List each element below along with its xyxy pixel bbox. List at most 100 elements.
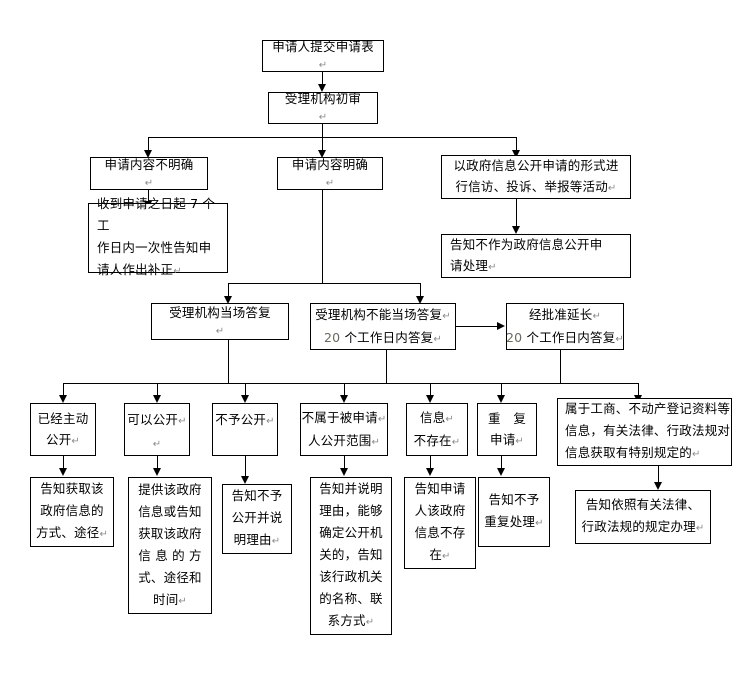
node-line: 不属于被申请↵	[301, 409, 387, 425]
connector-bus-to-already	[63, 383, 64, 396]
node-line: 请处理↵	[450, 258, 497, 273]
node-line: 信 息 的 方	[138, 547, 202, 563]
node-line: 20 个工作日内答复↵	[324, 329, 442, 345]
node-line: 不存在↵	[413, 432, 461, 448]
node-line: 告知获取该	[40, 481, 104, 496]
node-outcome-registry-info[interactable]: 属于工商、不动产登记资料等 信息，有关法律、行政法规对 信息获取有特别规定的↵	[557, 398, 732, 466]
connector-bus-to-notexist	[430, 383, 431, 396]
node-line: 已经主动	[37, 410, 89, 426]
node-line: 明理由↵	[233, 532, 281, 547]
node-line: 获取该政府	[138, 525, 202, 541]
node-result-handle-per-law[interactable]: 告知依照有关法律、 行政法规的规定办理↵	[575, 490, 711, 544]
node-content-unclear[interactable]: 申请内容不明确↵	[90, 157, 208, 190]
node-line: 信息获取有特别规定的↵	[565, 445, 701, 460]
connector-bus-to-notinscope	[344, 383, 345, 396]
arrow-notinscope-to-reason	[340, 468, 348, 476]
arrow-notonsite-to-extend	[497, 322, 505, 330]
connector-notonsite-to-extend	[456, 326, 498, 327]
node-line: 经批准延长↵	[528, 306, 602, 322]
connector-onsite-down	[228, 340, 229, 383]
node-line: 告知并说明	[319, 481, 383, 496]
arrow-already-to-tellway	[59, 468, 67, 476]
node-line: 理由，能够	[319, 503, 383, 518]
node-line: 政府信息的	[40, 503, 104, 518]
arrow-bus-to-already	[59, 395, 67, 403]
connector-nopen-to-refusereason	[245, 456, 246, 477]
node-notify-supplement-7-days[interactable]: 收到申请之日起 7 个工 作日内一次性告知申 请人作出补正↵	[88, 196, 228, 277]
node-line: 时间↵	[153, 591, 187, 607]
node-line: 的名称、联	[319, 591, 383, 606]
node-line: 申请内容明确	[291, 156, 369, 172]
node-line: 可以公开↵	[127, 412, 187, 427]
node-line: 受理机构初审	[284, 91, 362, 106]
connector-review-bus	[148, 137, 516, 138]
node-line: 重 复	[487, 410, 527, 426]
node-line: 属于工商、不动产登记资料等	[565, 401, 731, 416]
node-line: 作日内一次性告知申	[97, 240, 212, 255]
arrow-petition-to-nottreat	[512, 226, 520, 234]
node-line: 公开↵	[46, 431, 80, 447]
node-line: 告知依照有关法律、	[585, 497, 701, 512]
node-line: 受理机构当场答复	[169, 304, 271, 320]
node-outcome-not-in-scope[interactable]: 不属于被申请↵ 人公开范围↵	[300, 403, 388, 456]
connector-unclear-to-correction	[148, 190, 149, 203]
connector-notinscope-to-reason	[344, 456, 345, 469]
node-outcome-can-be-public[interactable]: 可以公开↵ ↵	[124, 403, 190, 456]
node-not-treated-as-foi[interactable]: 告知不作为政府信息公开申 请处理↵	[441, 234, 631, 278]
node-line: 系方式↵	[327, 613, 375, 628]
node-outcome-not-public[interactable]: 不予公开↵	[212, 403, 278, 456]
node-result-provide-info[interactable]: 提供该政府 信息或告知 获取该政府 信 息 的 方 式、途径和 时间↵	[128, 477, 212, 614]
node-petition-via-foi-form[interactable]: 以政府信息公开申请的形式进 行信访、投诉、举报等活动↵	[441, 155, 631, 199]
arrow-bus-to-canopen	[153, 395, 161, 403]
connector-extend-down	[560, 350, 561, 383]
arrow-bus-to-notinscope	[340, 395, 348, 403]
connector-main-bus	[63, 383, 638, 384]
node-line: 收到申请之日起 7 个工	[97, 196, 216, 233]
connector-bus-to-registry	[638, 383, 639, 396]
node-agency-initial-review[interactable]: 受理机构初审↵	[268, 91, 378, 124]
node-answer-not-onsite[interactable]: 受理机构不能当场答复↵ 20 个工作日内答复↵	[310, 303, 456, 350]
connector-clear-bus	[228, 283, 420, 284]
node-result-refuse-with-reason[interactable]: 告知不予 公开并说 明理由↵	[222, 484, 292, 554]
node-line: 信息，有关法律、行政法规对	[565, 423, 731, 438]
node-answer-onsite[interactable]: 受理机构当场答复↵	[151, 303, 289, 340]
arrow-duplicate-to-result	[497, 468, 505, 476]
node-outcome-duplicate-request[interactable]: 重 复 申请↵	[477, 403, 537, 456]
connector-notexist-to-result	[430, 456, 431, 469]
connector-clear-stem	[322, 190, 323, 283]
node-content-clear[interactable]: 申请内容明确↵	[277, 157, 383, 190]
node-outcome-info-not-exist[interactable]: 信息↵ 不存在↵	[406, 403, 468, 456]
node-outcome-already-public[interactable]: 已经主动 公开↵	[30, 403, 96, 456]
arrow-canopen-to-provide	[153, 468, 161, 476]
node-line: 确定公开机	[319, 525, 383, 540]
node-submit-application[interactable]: 申请人提交申请表↵	[262, 39, 384, 72]
arrow-review-to-unclear	[144, 150, 152, 158]
node-result-explain-and-refer[interactable]: 告知并说明 理由，能够 确定公开机 关的，告知 该行政机关 的名称、联 系方式↵	[310, 477, 392, 635]
arrow-notexist-to-result	[426, 468, 434, 476]
node-line: 申请↵	[490, 431, 524, 447]
connector-canopen-to-provide	[157, 456, 158, 469]
connector-bus-to-duplicate	[501, 383, 502, 396]
node-line: 行信访、投诉、举报等活动↵	[455, 179, 617, 194]
node-line: 告知不予	[488, 492, 540, 507]
connector-bus-to-canopen	[157, 383, 158, 396]
node-result-inform-not-exist[interactable]: 告知申请 人该政府 信息不存 在↵	[404, 477, 476, 569]
node-line: 在↵	[429, 547, 451, 562]
node-result-tell-access-way[interactable]: 告知获取该 政府信息的 方式、途径↵	[30, 477, 114, 547]
node-line: 式、途径和	[138, 569, 202, 585]
connector-already-to-tellway	[63, 456, 64, 469]
arrow-clear-to-notonsite	[416, 296, 424, 304]
node-line: 方式、途径↵	[35, 525, 109, 540]
connector-review-to-unclear	[148, 137, 149, 151]
connector-submit-to-review	[322, 71, 323, 85]
arrow-nopen-to-refusereason	[241, 476, 249, 484]
node-line: 20 个工作日内答复↵	[506, 329, 624, 345]
node-line: 受理机构不能当场答复↵	[315, 306, 451, 322]
node-result-no-duplicate-handling[interactable]: 告知不予 重复处理↵	[478, 477, 550, 547]
connector-registry-to-perlaw	[658, 466, 659, 483]
node-line: 信息↵	[420, 409, 454, 425]
node-approved-extension[interactable]: 经批准延长↵ 20 个工作日内答复↵	[506, 303, 624, 350]
node-line: 不予公开↵	[215, 412, 275, 427]
node-line: 以政府信息公开申请的形式进	[453, 158, 619, 173]
